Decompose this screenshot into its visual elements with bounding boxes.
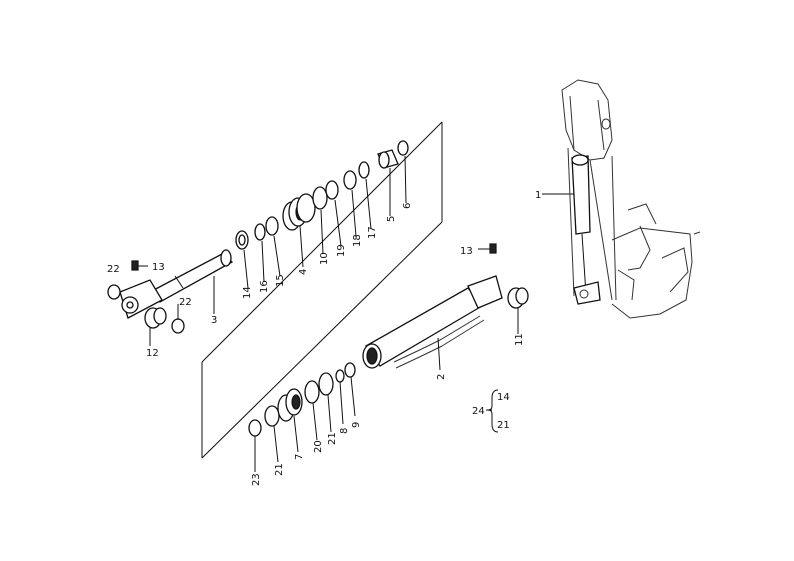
callout-22: 22 bbox=[107, 264, 120, 275]
bushing-11 bbox=[507, 287, 529, 309]
seal-14 bbox=[235, 230, 249, 250]
piston-4 bbox=[282, 193, 316, 231]
ring-20 bbox=[304, 380, 320, 404]
ring-17 bbox=[358, 161, 370, 179]
seal-16 bbox=[254, 223, 266, 241]
machine-overview-sketch bbox=[561, 79, 701, 319]
bushing-12 bbox=[144, 307, 167, 329]
callout-6: 6 bbox=[402, 203, 413, 209]
assembly-frame bbox=[201, 121, 443, 459]
callout-16: 16 bbox=[259, 280, 270, 293]
callout-5: 5 bbox=[386, 216, 397, 222]
callout-13: 13 bbox=[460, 246, 473, 257]
callout-labels: 3 12 13 22 22 14 16 15 4 10 19 18 17 5 6… bbox=[107, 190, 541, 486]
callout-13: 13 bbox=[152, 262, 165, 273]
callout-10: 10 bbox=[319, 252, 330, 265]
callout-15: 15 bbox=[275, 274, 286, 287]
ring-6 bbox=[397, 140, 409, 156]
callout-9: 9 bbox=[351, 422, 362, 428]
ring-9 bbox=[344, 362, 356, 378]
grease-nipple-13-rod bbox=[131, 260, 148, 271]
kit-item-14: 14 bbox=[497, 392, 510, 403]
callout-23: 23 bbox=[251, 473, 262, 486]
nut-5 bbox=[377, 149, 399, 169]
kit-item-21: 21 bbox=[497, 420, 510, 431]
kit-reference: 24 14 21 bbox=[472, 389, 510, 433]
callout-12: 12 bbox=[146, 348, 159, 359]
kit-number: 24 bbox=[472, 406, 485, 417]
leader-lines bbox=[149, 155, 574, 472]
callout-11: 11 bbox=[514, 333, 525, 346]
callout-1: 1 bbox=[535, 190, 541, 201]
callout-20: 20 bbox=[313, 440, 324, 453]
seal-15 bbox=[265, 216, 279, 236]
ring-10 bbox=[312, 186, 328, 210]
ring-8 bbox=[335, 369, 345, 383]
callout-2: 2 bbox=[436, 374, 447, 380]
callout-17: 17 bbox=[367, 226, 378, 239]
ring-19 bbox=[325, 180, 339, 200]
ring-18 bbox=[343, 170, 357, 190]
ring-21-lower bbox=[264, 405, 280, 427]
ring-23 bbox=[248, 419, 262, 437]
piston-rod bbox=[119, 249, 234, 319]
grease-nipple-13-barrel bbox=[478, 243, 497, 254]
callout-22: 22 bbox=[179, 297, 192, 308]
callout-7: 7 bbox=[294, 454, 305, 460]
ring-21-upper bbox=[318, 372, 334, 396]
callout-14: 14 bbox=[242, 286, 253, 299]
callout-21: 21 bbox=[274, 463, 285, 476]
callout-3: 3 bbox=[211, 315, 217, 326]
callout-8: 8 bbox=[339, 428, 350, 434]
gland-7 bbox=[277, 388, 303, 422]
callout-4: 4 bbox=[298, 269, 309, 275]
cylinder-barrel bbox=[362, 275, 503, 369]
callout-21: 21 bbox=[327, 432, 338, 445]
callout-19: 19 bbox=[336, 244, 347, 257]
callout-18: 18 bbox=[352, 234, 363, 247]
